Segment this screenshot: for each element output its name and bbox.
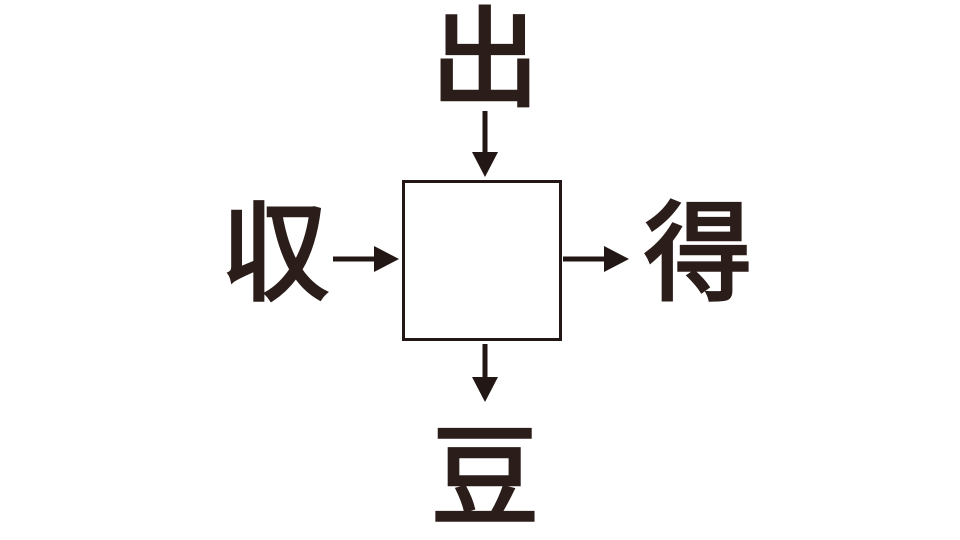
kanji-node-top: 出 <box>430 0 539 123</box>
kanji-node-bottom: 豆 <box>430 415 539 540</box>
arrow-right-center-icon <box>562 237 630 281</box>
arrow-down-center-icon <box>452 343 518 403</box>
kanji-node-left: 収 <box>220 191 329 317</box>
kanji-node-right: 得 <box>643 191 752 317</box>
arrow-down-top-icon <box>452 110 518 178</box>
answer-box[interactable] <box>402 180 562 341</box>
arrow-right-left-icon <box>332 237 400 281</box>
